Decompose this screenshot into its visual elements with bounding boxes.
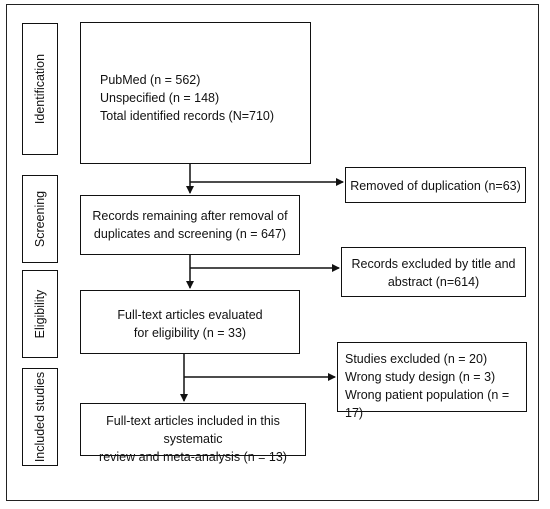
excluded-title-box: Records excluded by title and abstract (… [341, 247, 526, 297]
identification-box: PubMed (n = 562) Unspecified (n = 148) T… [80, 22, 311, 164]
eligibility-line-2: for eligibility (n = 33) [133, 326, 247, 340]
screening-line-1: Records remaining after removal of [92, 209, 288, 223]
screening-box: Records remaining after removal of dupli… [80, 195, 300, 255]
stage-eligibility: Eligibility [22, 270, 58, 358]
studies-excluded-box: Studies excluded (n = 20) Wrong study de… [337, 342, 527, 420]
eligibility-line-1: Full-text articles evaluated [117, 308, 263, 322]
identification-total: Total identified records (N=710) [100, 109, 275, 123]
studies-excluded-line-3: Wrong patient population (n = 17) [345, 388, 510, 420]
screening-line-2: duplicates and screening (n = 647) [93, 227, 287, 241]
included-line-2: review and meta-analysis (n = 13) [99, 450, 287, 464]
removed-duplication-box: Removed of duplication (n=63) [345, 167, 526, 203]
excluded-title-line-2: abstract (n=614) [387, 275, 480, 289]
studies-excluded-line-2: Wrong study design (n = 3) [345, 370, 496, 384]
identification-unspecified: Unspecified (n = 148) [100, 91, 220, 105]
removed-duplication-text: Removed of duplication (n=63) [350, 179, 521, 193]
identification-pubmed: PubMed (n = 562) [100, 73, 201, 87]
stage-screening: Screening [22, 175, 58, 263]
eligibility-box: Full-text articles evaluated for eligibi… [80, 290, 300, 354]
studies-excluded-line-1: Studies excluded (n = 20) [345, 352, 488, 366]
stage-included: Included studies [22, 368, 58, 466]
included-line-1: Full-text articles included in this syst… [106, 414, 280, 446]
stage-identification: Identification [22, 23, 58, 155]
excluded-title-line-1: Records excluded by title and [351, 257, 516, 271]
included-box: Full-text articles included in this syst… [80, 403, 306, 464]
diagram-frame [6, 4, 539, 501]
